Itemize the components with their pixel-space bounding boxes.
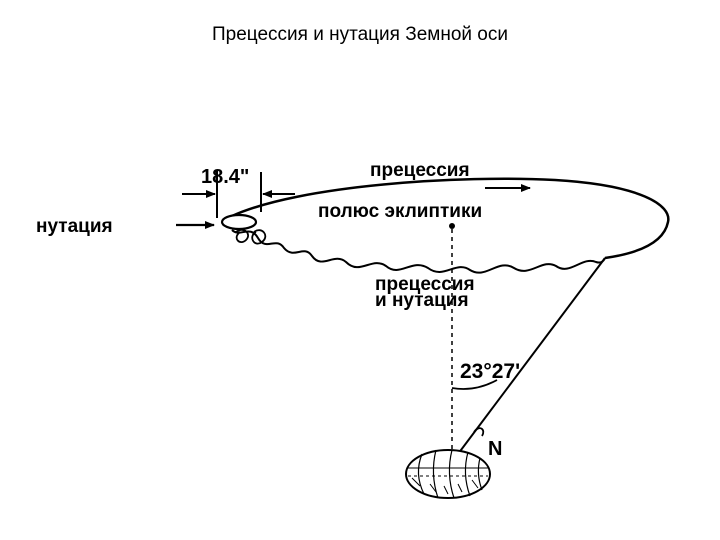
north-label: N [488, 438, 502, 460]
nutation-ellipse [220, 213, 258, 231]
ecliptic-pole-label: полюс эклиптики [318, 201, 482, 222]
angle-arc [451, 379, 498, 390]
precession-label: прецессия [370, 160, 470, 181]
earth-globe [405, 449, 491, 499]
arc-label: 18.4" [201, 166, 249, 188]
ecliptic-pole-dot [449, 223, 455, 229]
angle-label: 23°27' [460, 360, 520, 383]
prec-nut-label-line1: прецессия [375, 274, 475, 295]
nutation-wave [231, 229, 606, 274]
slide-title: Прецессия и нутация Земной оси [212, 24, 508, 45]
rotation-mark [473, 427, 485, 437]
prec-nut-label-line2: и нутация [375, 290, 469, 311]
precession-ellipse [231, 177, 670, 260]
nutation-curls [235, 228, 267, 245]
nutation-label: нутация [36, 216, 113, 237]
